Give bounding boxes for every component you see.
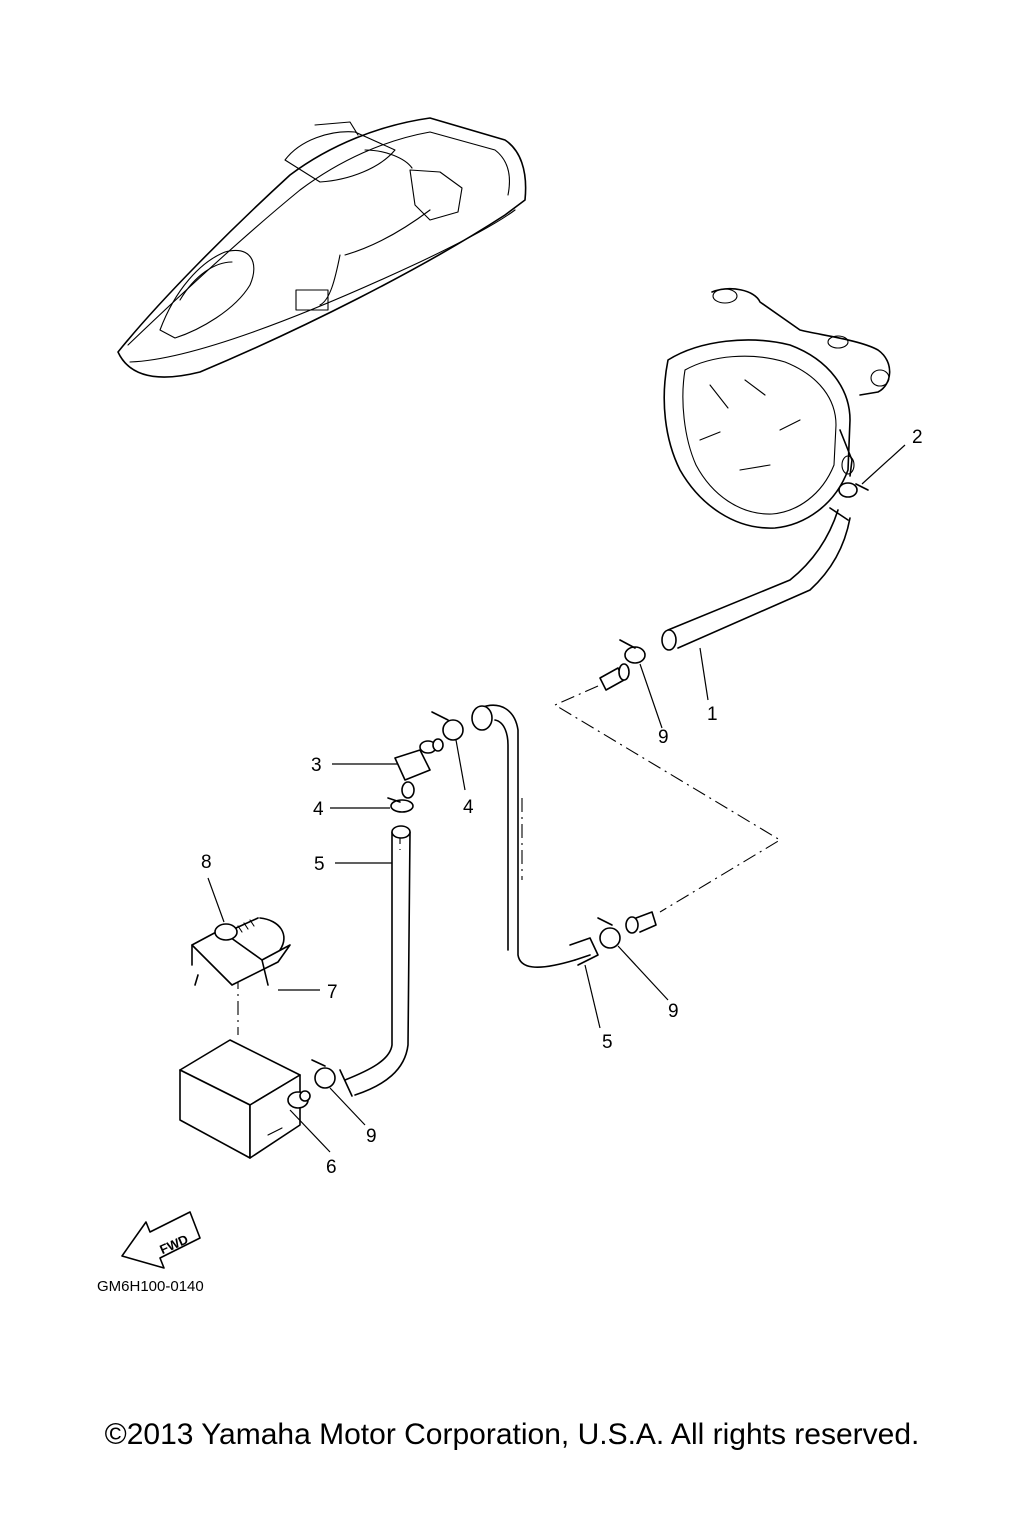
fitting-3 xyxy=(394,738,444,799)
clamp-9-lower xyxy=(311,1059,336,1089)
fwd-arrow-icon: FWD xyxy=(121,1211,201,1269)
clamp-4-right xyxy=(431,711,464,741)
watercraft-illustration xyxy=(117,117,527,378)
callout-5-left: 5 xyxy=(314,854,325,875)
callout-5-center: 5 xyxy=(602,1032,613,1053)
diagram-part-code: GM6H100-0140 xyxy=(97,1278,204,1295)
callout-9-lower: 9 xyxy=(366,1126,377,1147)
clamp-4-left xyxy=(387,797,414,813)
callout-9-upper: 9 xyxy=(658,727,669,748)
bracket-7 xyxy=(191,917,291,986)
hose-5-left xyxy=(339,825,411,1097)
callout-9-middle: 9 xyxy=(668,1001,679,1022)
callout-4-left: 4 xyxy=(313,799,324,820)
screw-8 xyxy=(214,917,259,941)
connector-upper xyxy=(599,639,646,691)
hose-1 xyxy=(661,507,851,651)
clamp-9-middle xyxy=(597,911,657,949)
callout-8: 8 xyxy=(201,852,212,873)
callout-1: 1 xyxy=(707,704,718,725)
callout-6: 6 xyxy=(326,1157,337,1178)
callout-3: 3 xyxy=(311,755,322,776)
tank-6 xyxy=(179,1039,311,1159)
clamp-2 xyxy=(838,482,869,498)
callout-4-right: 4 xyxy=(463,797,474,818)
jet-pump-housing xyxy=(663,288,891,529)
callouts: 1 2 3 4 4 5 5 6 7 8 9 9 9 xyxy=(201,427,923,1178)
reference-line-upper xyxy=(553,685,782,913)
callout-7: 7 xyxy=(327,982,338,1003)
leader-lines xyxy=(207,444,906,1153)
callout-2: 2 xyxy=(912,427,923,448)
copyright-notice: ©2013 Yamaha Motor Corporation, U.S.A. A… xyxy=(104,1418,920,1451)
hose-5-center xyxy=(471,704,599,968)
